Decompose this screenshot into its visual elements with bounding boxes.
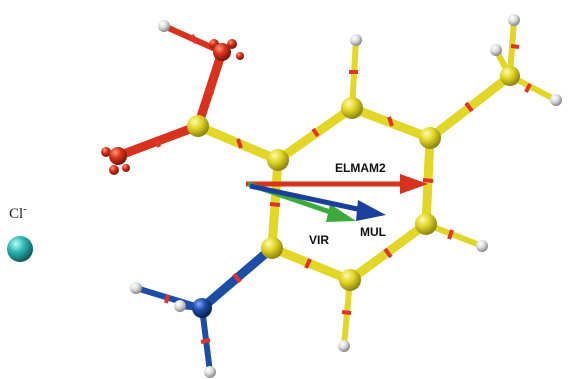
dipole-arrows xyxy=(246,174,428,222)
bond-mark xyxy=(341,310,352,315)
hydrogen-atom xyxy=(158,20,170,32)
hydrogen-atom xyxy=(174,300,186,312)
carbon-atom xyxy=(500,66,520,86)
bond-mark xyxy=(204,88,215,94)
carbon-atom xyxy=(341,97,363,119)
hydrogen-atom xyxy=(476,240,488,252)
hydrogen-atom xyxy=(490,44,502,56)
bonds xyxy=(113,17,559,375)
bond-mark xyxy=(510,44,520,49)
bond-mark xyxy=(232,272,242,284)
arrow-mul xyxy=(249,183,386,221)
bond-mark xyxy=(269,202,281,207)
arrow-elmam2 xyxy=(246,174,428,194)
carbon-atom xyxy=(339,269,361,291)
bond-mark xyxy=(447,229,454,240)
hydrogen-atom xyxy=(550,94,562,106)
carbon-atom xyxy=(419,127,441,149)
carbon-atom xyxy=(261,237,283,259)
oxygen-atom-hydroxyl xyxy=(209,39,244,61)
bond-mark xyxy=(304,258,312,269)
carbon-atom xyxy=(187,115,209,137)
hydrogen-atom xyxy=(338,340,350,352)
bond-mark xyxy=(200,338,211,344)
label-vir: VIR xyxy=(309,233,329,247)
bond-marks xyxy=(154,34,532,344)
hydrogen-atom xyxy=(204,366,216,378)
hydrogen-atom xyxy=(350,34,362,46)
bond-mark xyxy=(383,247,393,259)
bond-mark xyxy=(154,136,161,148)
bond-mark xyxy=(164,294,170,304)
bond-mark xyxy=(464,101,474,113)
bond-mark xyxy=(190,34,198,44)
atoms xyxy=(101,14,562,378)
hydrogen-atom xyxy=(130,282,142,294)
nitrogen-atom xyxy=(192,298,212,318)
hydrogen-atom xyxy=(508,14,520,26)
bond-mark xyxy=(524,83,532,93)
carbon-atom xyxy=(267,149,289,171)
label-mul: MUL xyxy=(360,225,386,239)
bond-ccarb-o1 xyxy=(193,47,227,131)
carbon-atom xyxy=(415,213,437,235)
bond-mark xyxy=(236,138,243,149)
label-elmam2: ELMAM2 xyxy=(335,161,386,175)
bond-c5-c6 xyxy=(267,243,355,285)
bond-mark xyxy=(311,127,320,138)
label-chloride: Cl- xyxy=(9,204,27,222)
bond-mark xyxy=(387,116,394,127)
bond-mark xyxy=(422,178,434,183)
oxygen-atom-carbonyl xyxy=(101,147,130,175)
chloride-ion xyxy=(7,236,33,262)
